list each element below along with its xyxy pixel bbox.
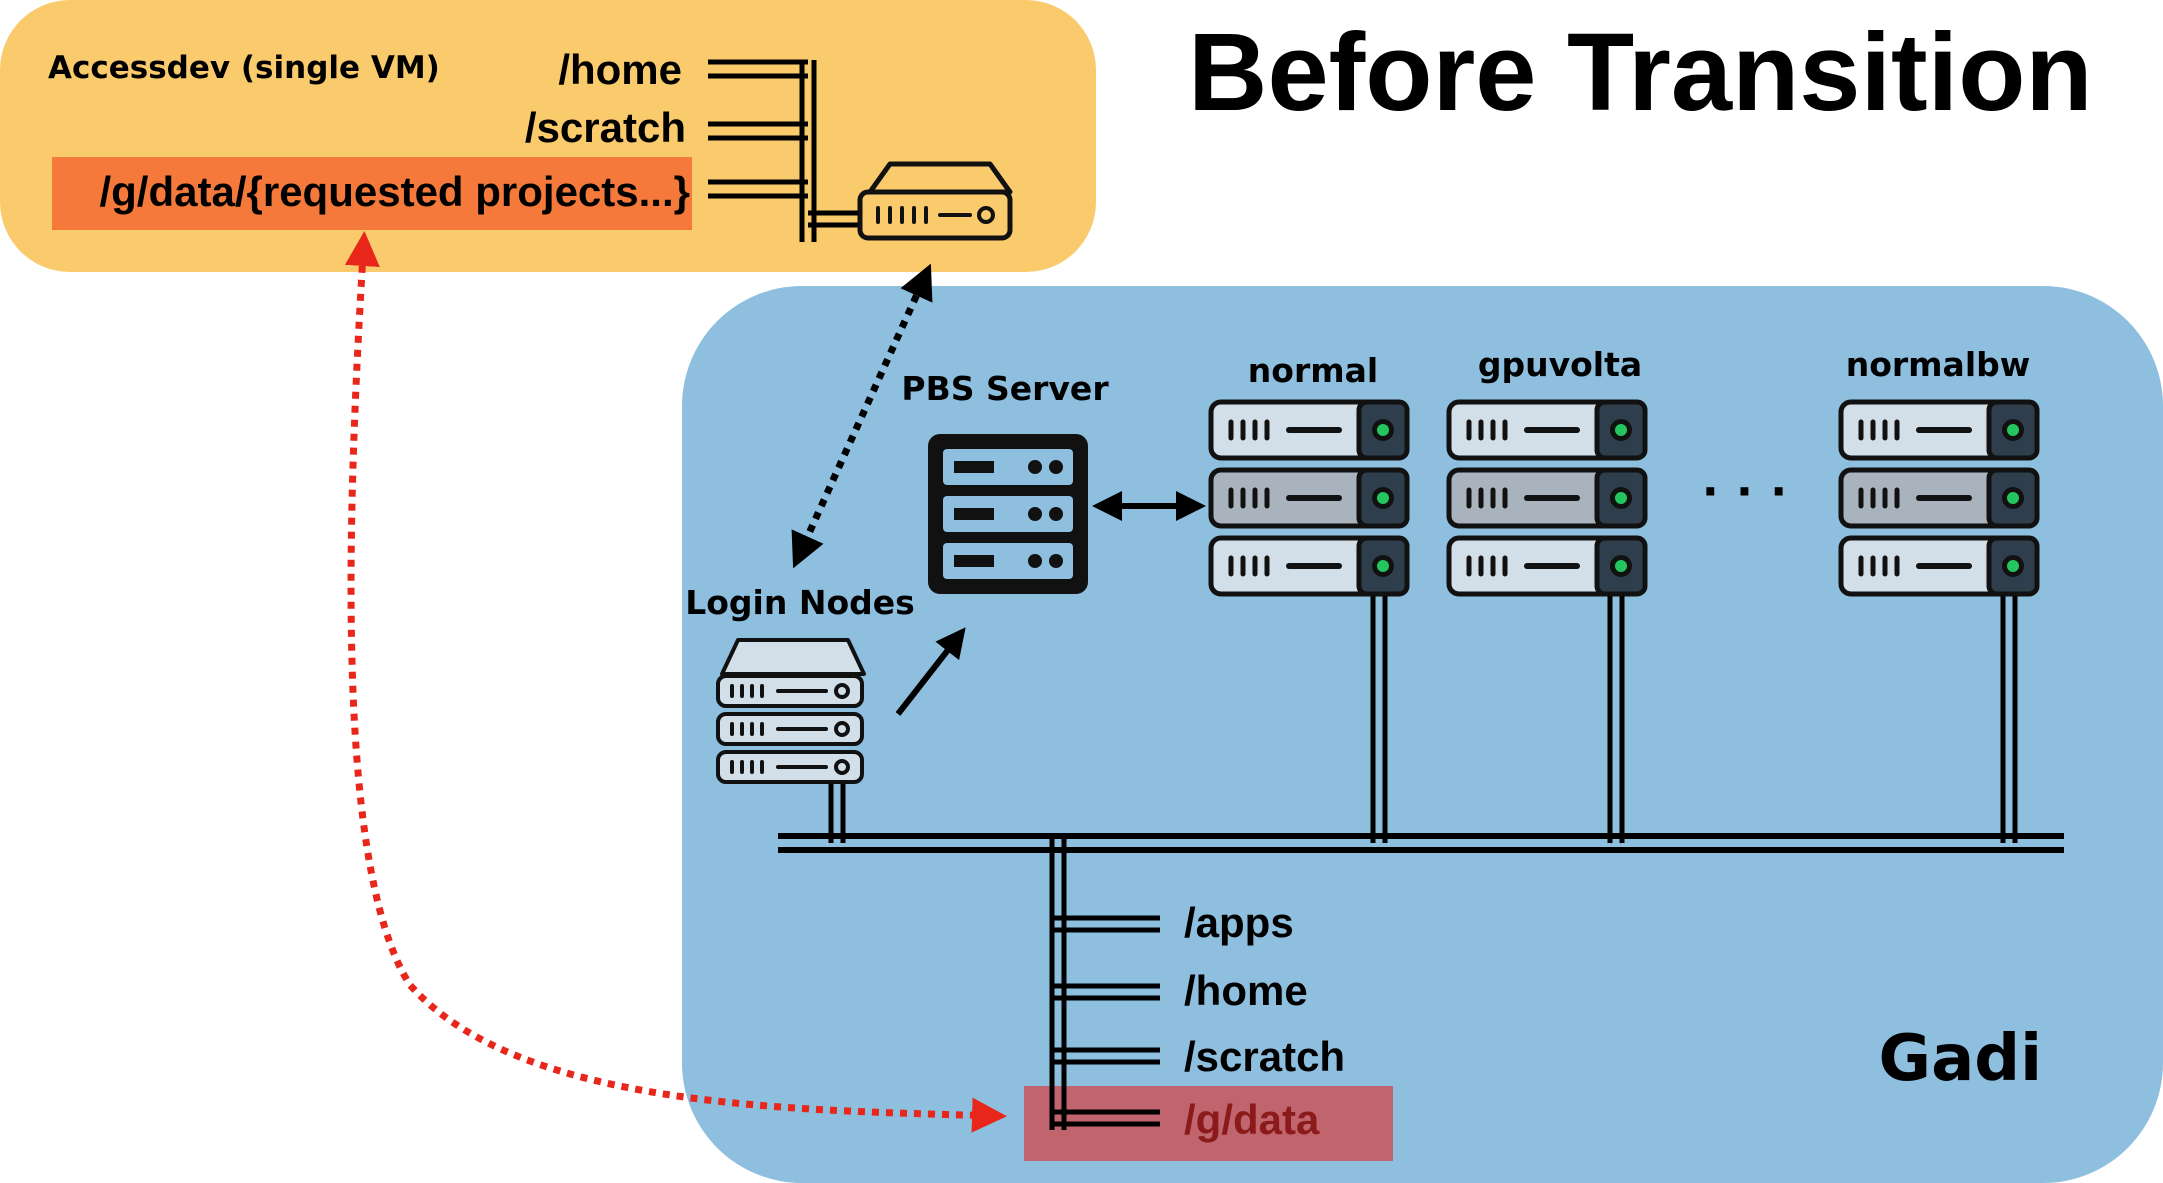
accessdev-label: Accessdev (single VM) — [48, 50, 440, 86]
pbs-server-icon — [928, 434, 1088, 594]
gadi-label: Gadi — [1879, 1022, 2042, 1096]
accessdev-mount-lines — [708, 59, 862, 242]
gadi-box: Gadi — [682, 286, 2163, 1183]
queue-label-normal: normal — [1248, 351, 1378, 390]
gadi-mount-apps: /apps — [1184, 899, 1294, 946]
login-nodes-label: Login Nodes — [685, 583, 915, 622]
compute-server-gpuvolta — [1449, 402, 1645, 594]
accessdev-mount-scratch: /scratch — [525, 104, 686, 151]
accessdev-mount-gdata: /g/data/{requested projects...} — [99, 168, 690, 215]
gdata-projects-highlight — [52, 157, 692, 230]
gadi-mount-home: /home — [1184, 967, 1308, 1014]
pbs-server-label: PBS Server — [901, 369, 1109, 408]
queue-label-gpuvolta: gpuvolta — [1478, 345, 1642, 384]
queue-ellipsis: · · · — [1702, 459, 1789, 522]
page-title: Before Transition — [1188, 11, 2093, 134]
accessdev-vm-icon — [857, 161, 1013, 241]
queue-label-normalbw: normalbw — [1846, 345, 2031, 384]
compute-server-normalbw — [1841, 402, 2037, 594]
accessdev-mount-home: /home — [558, 46, 682, 93]
storage-trunk — [1049, 838, 1160, 1130]
gadi-mount-gdata: /g/data — [1184, 1096, 1320, 1143]
compute-server-normal — [1211, 402, 1407, 594]
accessdev-box: Accessdev (single VM) /home /scratch /g/… — [0, 0, 1096, 272]
gadi-mount-scratch: /scratch — [1184, 1033, 1345, 1080]
